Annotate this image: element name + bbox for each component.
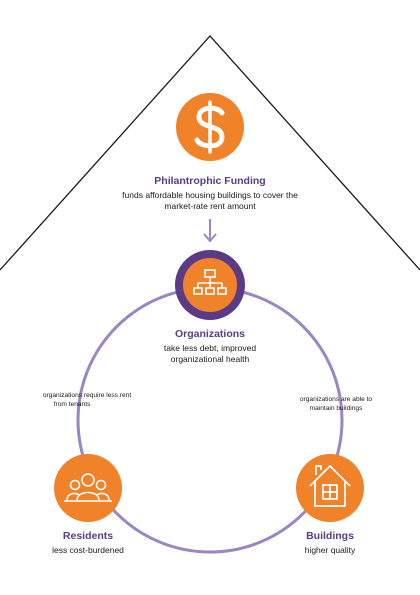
- edge-label-right-line-2: maintain buildings: [309, 405, 363, 412]
- organizations-description-line-1: take less debt, improved: [163, 343, 257, 353]
- funding-title: Philantrophic Funding: [154, 175, 266, 187]
- buildings-title: Buildings: [306, 530, 354, 542]
- roof-outline: [0, 35, 420, 271]
- funding-description-line-1: funds affordable housing buildings to co…: [122, 190, 298, 200]
- org-chart-icon: [175, 250, 245, 320]
- house-icon: [296, 454, 364, 522]
- edge-label-left-line-1: organizations require less rent: [42, 392, 132, 399]
- dollar-icon: [176, 93, 244, 161]
- residents-description: less cost-burdened: [52, 545, 124, 555]
- edge-label-left-line-2: from tenants: [53, 401, 91, 408]
- edge-label-right-line-1: organizations are able to: [299, 396, 373, 403]
- people-icon: [54, 454, 122, 522]
- organizations-title: Organizations: [174, 328, 245, 340]
- residents-title: Residents: [62, 530, 114, 542]
- buildings-description: higher quality: [304, 545, 356, 555]
- organizations-description-line-2: organizational health: [170, 354, 250, 364]
- arrow-down-icon: [203, 219, 217, 243]
- funding-description-line-2: market-rate rent amount: [164, 201, 256, 211]
